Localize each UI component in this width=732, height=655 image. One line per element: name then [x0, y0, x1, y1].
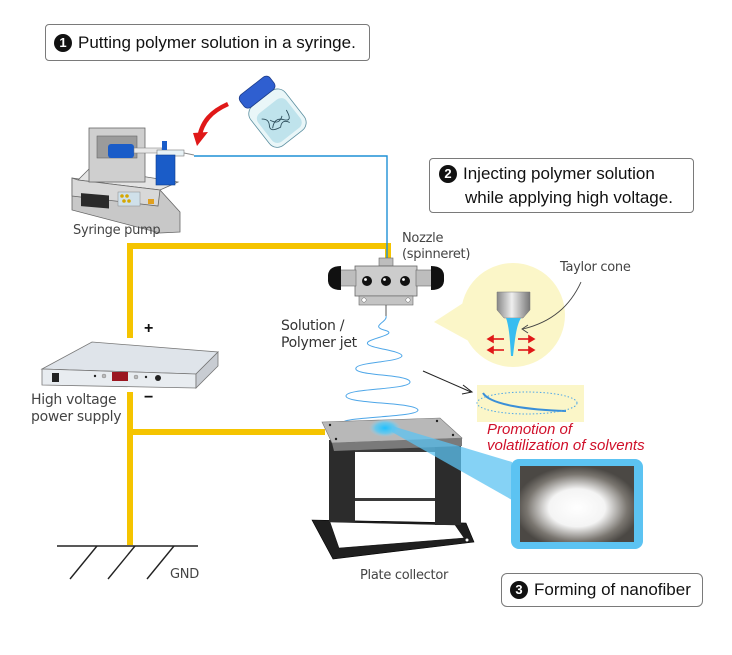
step-2-box: 2 Injecting polymer solution while applyi…: [429, 158, 694, 213]
promotion-label: Promotion of volatilization of solvents: [487, 422, 645, 454]
hv-power-supply-illustration: [40, 341, 219, 389]
step-3-box: 3 Forming of nanofiber: [501, 573, 703, 607]
step-1-box: 1 Putting polymer solution in a syringe.: [45, 24, 370, 61]
polymer-jet-label-line2: Polymer jet: [281, 335, 357, 351]
field-arrows-icon: [486, 334, 536, 355]
syringe-pump-illustration: [71, 127, 195, 234]
pour-arrow-icon: [193, 101, 229, 146]
evaporation-pointer: [422, 370, 474, 395]
evaporation-illustration: [476, 385, 584, 422]
positive-wire: [127, 243, 391, 338]
gnd-label: GND: [170, 567, 199, 582]
step-2-number-icon: 2: [439, 165, 457, 183]
negative-wire: [127, 392, 325, 435]
hv-power-supply-label: High voltage power supply: [31, 392, 122, 426]
polymer-jet-spiral: [341, 315, 421, 430]
step-2-line1: Injecting polymer solution: [463, 164, 655, 183]
ground-symbol: [57, 545, 198, 580]
solution-tube: [194, 155, 388, 262]
nanofiber-inset: [511, 459, 643, 549]
nozzle-label-line1: Nozzle: [402, 231, 444, 246]
plate-collector-label: Plate collector: [360, 568, 449, 583]
nozzle-spinneret-illustration: [327, 257, 445, 316]
syringe-pump-label: Syringe pump: [73, 223, 161, 238]
hv-label-line1: High voltage: [31, 392, 117, 408]
taylor-cone-callout: [434, 263, 582, 367]
step-3-text: Forming of nanofiber: [534, 580, 691, 599]
nozzle-label: Nozzle (spinneret): [402, 231, 470, 263]
step-1-text: Putting polymer solution in a syringe.: [78, 33, 356, 52]
polymer-jet-label: Solution / Polymer jet: [281, 318, 357, 352]
hv-label-line2: power supply: [31, 409, 122, 425]
step-2-line2: while applying high voltage.: [465, 188, 673, 207]
negative-terminal-label: −: [144, 389, 154, 406]
magnification-beam: [392, 426, 512, 500]
step-3-number-icon: 3: [510, 581, 528, 599]
promotion-label-line2: volatilization of solvents: [487, 437, 645, 454]
taylor-cone-label: Taylor cone: [560, 260, 631, 275]
nozzle-label-line2: (spinneret): [402, 247, 471, 262]
polymer-jet-label-line1: Solution /: [281, 318, 345, 334]
step-1-number-icon: 1: [54, 34, 72, 52]
hv-wires: [127, 243, 391, 545]
promotion-label-line1: Promotion of: [487, 421, 573, 438]
taylor-cone-pointer: [522, 281, 582, 330]
positive-terminal-label: +: [144, 320, 154, 337]
plate-collector-illustration: [311, 417, 475, 560]
polymer-bottle-illustration: [238, 75, 307, 148]
